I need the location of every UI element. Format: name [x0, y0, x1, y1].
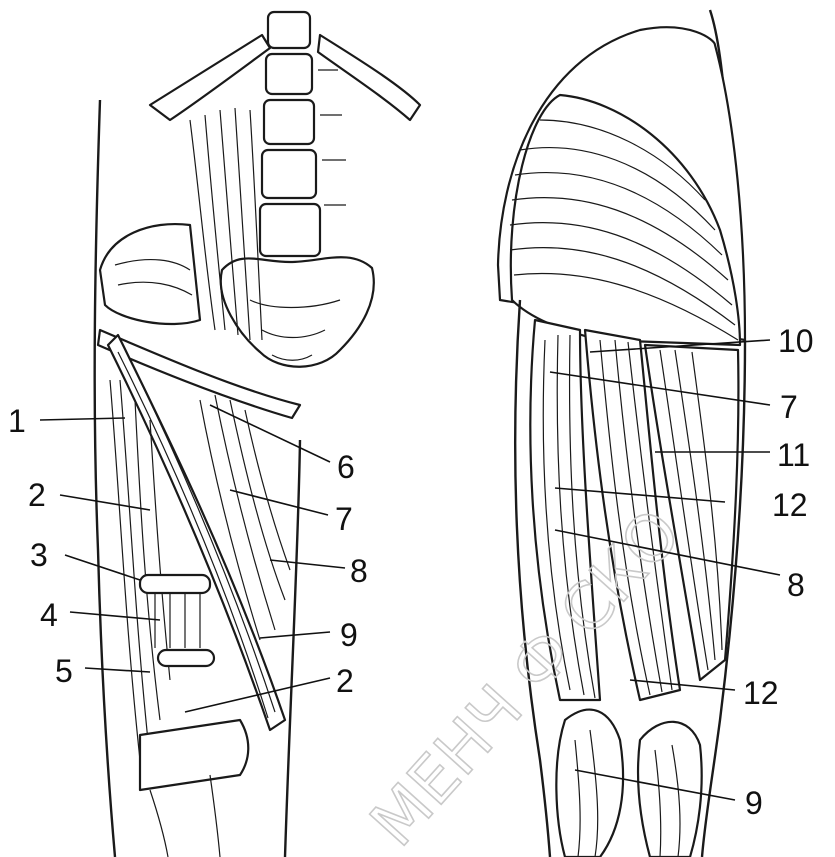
ilium — [100, 224, 200, 324]
label-7: 7 — [335, 501, 353, 537]
cut-muscle-upper — [140, 575, 210, 593]
label-8: 8 — [350, 553, 368, 589]
label-12: 12 — [772, 487, 808, 523]
label-1: 1 — [8, 403, 26, 439]
anterior-thigh-illustration — [95, 12, 420, 857]
gastrocnemius-lateral — [638, 722, 702, 857]
label-11: 11 — [777, 437, 810, 473]
iliac-crest — [150, 35, 270, 120]
label-7-right: 7 — [780, 389, 798, 425]
label-2: 2 — [28, 477, 46, 513]
iliac-crest-right — [318, 35, 420, 120]
patellar-band — [140, 720, 248, 790]
posterior-thigh-illustration — [498, 10, 745, 857]
label-3: 3 — [30, 537, 48, 573]
right-labels: 10 7 11 12 8 12 9 — [743, 323, 814, 821]
body-outline-right — [285, 440, 300, 857]
body-outline-left — [95, 100, 115, 857]
label-5: 5 — [55, 653, 73, 689]
label-8-right: 8 — [787, 567, 805, 603]
label-9: 9 — [340, 617, 358, 653]
label-12-lower: 12 — [743, 675, 779, 711]
sacrum — [221, 257, 374, 367]
cut-muscle-lower — [158, 650, 214, 666]
label-6: 6 — [337, 449, 355, 485]
label-10: 10 — [778, 323, 814, 359]
label-4: 4 — [40, 597, 58, 633]
label-9-right: 9 — [745, 785, 763, 821]
label-2-lower: 2 — [336, 663, 354, 699]
